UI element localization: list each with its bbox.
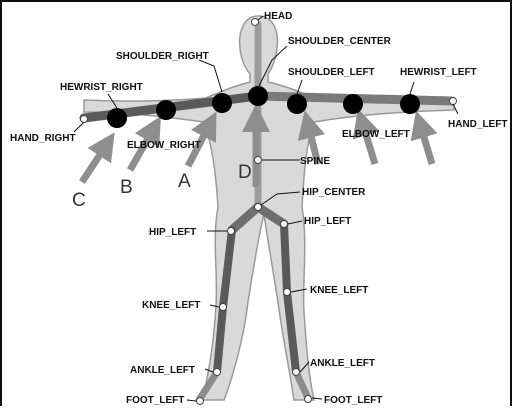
joint-hip-center [255, 204, 262, 211]
label-hand-right: HAND_RIGHT [10, 133, 76, 144]
joint-head [252, 19, 259, 26]
joint-hewrist-right [107, 108, 127, 128]
joint-elbow-right [156, 100, 176, 120]
joint-hand-left [450, 98, 457, 105]
arrow-letter-a: A [178, 171, 191, 192]
joint-elbow-left [343, 94, 363, 114]
label-ankle-left: ANKLE_LEFT [310, 358, 375, 369]
label-hewrist-right: HEWRIST_RIGHT [60, 82, 143, 93]
label-elbow-right: ELBOW_RIGHT [127, 140, 201, 151]
joint-shoulder-right [212, 93, 232, 113]
label-hewrist-left: HEWRIST_LEFT [400, 67, 477, 78]
joint-spine [255, 157, 262, 164]
label-head: HEAD [264, 11, 292, 22]
joint-hewrist-left [400, 94, 420, 114]
joint-knee-right [220, 304, 227, 311]
label-hip-left: HIP_LEFT [304, 216, 351, 227]
arrow-letter-c: C [72, 190, 86, 211]
label-shoulder-center: SHOULDER_CENTER [288, 36, 392, 47]
label-elbow-left: ELBOW_LEFT [342, 129, 410, 140]
joint-shoulder-left [287, 94, 307, 114]
joint-ankle-left [293, 369, 300, 376]
joint-hip-right [228, 228, 235, 235]
joint-shoulder-center [248, 86, 268, 106]
joint-foot-left [305, 396, 312, 403]
joint-hand-right [81, 116, 88, 123]
joint-foot-right [197, 398, 204, 405]
arrow-hewrist-left [420, 124, 432, 164]
arrow-c [82, 144, 107, 182]
body-silhouette [84, 16, 454, 400]
arrow-letter-d: D [238, 162, 252, 183]
label-spine: SPINE [300, 156, 330, 167]
label-foot-left-right-side: FOOT_LEFT [126, 395, 184, 406]
label-foot-left: FOOT_LEFT [324, 395, 382, 406]
label-knee-left-right-side: KNEE_LEFT [142, 300, 200, 311]
arrow-letter-b: B [120, 177, 133, 198]
label-hip-center: HIP_CENTER [302, 187, 366, 198]
label-hand-left: HAND_LEFT [448, 119, 507, 130]
joint-ankle-right [214, 369, 221, 376]
joint-hip-left [281, 221, 288, 228]
joint-knee-left [284, 289, 291, 296]
label-shoulder-left: SHOULDER_LEFT [288, 67, 375, 78]
label-shoulder-right: SHOULDER_RIGHT [116, 51, 209, 62]
label-ankle-left-right-side: ANKLE_LEFT [130, 365, 195, 376]
bone-thigh-left [284, 224, 287, 292]
label-knee-left: KNEE_LEFT [310, 285, 368, 296]
label-hip-left-right-side: HIP_LEFT [149, 227, 196, 238]
